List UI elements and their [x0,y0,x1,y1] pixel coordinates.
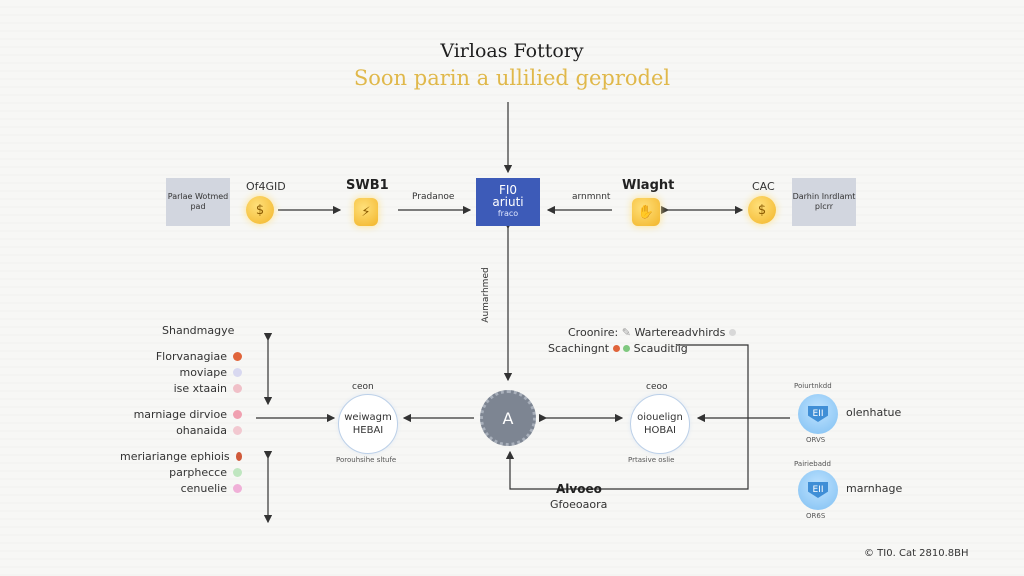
center-box-caption: fraco [497,209,519,218]
left-coin-symbol: $ [255,202,265,218]
pencil-icon: ✎ [621,326,631,339]
list-item-label: ohanaida [176,423,227,437]
list-item-label: marniage dirvioe [133,407,227,421]
shield-label-1: olenhatue [846,406,902,419]
right-node-line2: HOBAI [643,425,677,436]
right-source-box-label: Darhin Inrdlamt plcrr [792,192,856,211]
right-coin-label: CAC [752,180,775,193]
bottom-center-subtitle: Gfoeoaora [550,498,608,511]
left-list-header: Shandmagye [162,324,235,337]
shield-top-caption-1: Poiurtnkdd [794,382,832,390]
list-item: marniage dirvioe [120,406,242,422]
right-node-circle: oiouelign HOBAI [630,394,690,454]
right-info-label-2: Scachingnt [548,342,610,355]
diagram-subtitle: Soon parin a ullilied geprodel [353,66,671,90]
right-node-line1: oiouelign [637,412,683,423]
left-list: Florvanagiae moviape ise xtaain marniage di… [120,348,242,496]
right-token-label: Wlaght [622,178,675,193]
center-box-subtitle: ariuti [492,195,524,209]
list-item: Florvanagiae [120,348,242,364]
footer-copyright: © TI0. Cat 2810.8BH [864,548,969,559]
center-gear-node: A [480,390,536,446]
list-item: ohanaida [120,422,242,438]
shield-icon: EII [798,470,838,510]
right-info-value-1: Wartereadvhirds [634,326,726,339]
right-info-row-2: Scachingnt Scauditiig [548,342,688,355]
status-dot [612,345,620,352]
loop-connector [505,344,749,490]
right-token-icon: ✋ [632,198,660,226]
bolt-icon: ⚡ [361,204,371,220]
shield-top-caption-2: Pairiebadd [794,460,831,468]
left-node-line1: weiwagm [344,412,392,423]
shield-label-2: marnhage [846,482,903,495]
list-item-dot-icon [233,351,242,361]
list-item-label: meriariange ephiois [120,449,230,463]
right-coin-icon: $ [748,196,776,224]
list-item-dot-icon [233,383,242,393]
list-item-label: parphecce [169,465,227,479]
right-circle-footnote: Prtasive oslie [628,456,675,464]
left-circle-footnote: Porouhsihe sltufe [336,456,397,464]
center-box-title: FI0 [498,183,518,197]
right-info-value-2: Scauditiig [633,342,688,355]
list-item-label: ise xtaain [173,381,227,395]
list-item-label: Florvanagiae [155,349,227,363]
bottom-center-title: Alvoeo [556,482,602,496]
right-arrow-label: arnmnnt [572,192,611,202]
right-coin-symbol: $ [757,202,767,218]
shield-symbol-2: EII [812,485,824,495]
left-node-circle: weiwagm HEBAI [338,394,398,454]
center-process-box: FI0 ariuti fraco [476,178,540,226]
left-arrow-label: Pradanoe [412,192,455,202]
diagram-title: Virloas Fottory [440,40,584,62]
right-source-box: Darhin Inrdlamt plcrr [792,178,856,226]
gear-icon: A [502,408,514,428]
list-item-dot-icon [233,367,242,377]
left-token-icon: ⚡ [354,198,378,226]
left-source-box-label: Parlae Wotmed pad [167,192,229,211]
list-item: moviape [120,364,242,380]
left-node-line2: HEBAI [352,425,384,436]
list-item: parphecce [120,464,242,480]
list-item-dot-icon [235,451,242,461]
right-circle-caption: ceoo [646,382,668,392]
list-item: ise xtaain [120,380,242,396]
status-dot [728,329,736,336]
list-item: cenuelie [120,480,242,496]
shield-bottom-caption-2: OR6S [806,512,826,520]
list-item-dot-icon [233,409,242,419]
shield-icon: EII [798,394,838,434]
left-token-label: SWB1 [346,178,389,193]
left-source-box: Parlae Wotmed pad [166,178,230,226]
hand-icon: ✋ [637,204,655,220]
list-item-label: moviape [179,365,227,379]
left-coin-label: Of4GID [246,180,286,193]
list-item-dot-icon [233,425,242,435]
right-info-label-1: Croonire: [568,326,619,339]
list-item: meriariange ephiois [120,448,242,464]
list-item-dot-icon [233,467,242,477]
list-item-dot-icon [233,483,242,493]
right-info-row-1: Croonire: ✎ Wartereadvhirds [568,326,736,339]
left-circle-caption: ceon [352,382,374,392]
shield-bottom-caption-1: ORVS [806,436,826,444]
left-coin-icon: $ [246,196,274,224]
list-item-label: cenuelie [180,481,227,495]
status-dot [623,345,631,352]
vertical-connector-label: Aumarhmed [481,267,491,323]
shield-symbol-1: EII [812,409,824,419]
